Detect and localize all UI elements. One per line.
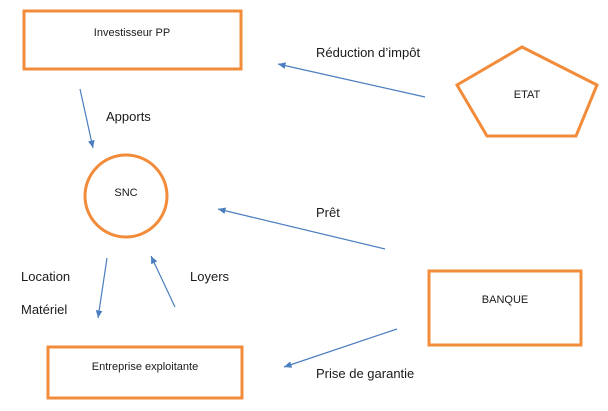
investisseur-node: Investisseur PP xyxy=(22,9,243,71)
arrow-investisseur-to-snc xyxy=(79,88,95,149)
loyers-label: Loyers xyxy=(190,269,230,284)
etat-node: ETAT xyxy=(454,45,599,138)
banque-label: BANQUE xyxy=(482,294,528,306)
entreprise-node: Entreprise exploitante xyxy=(46,345,244,400)
arrow-banque-to-entreprise xyxy=(283,328,398,368)
pret-label: Prêt xyxy=(316,205,340,220)
snc-node: SNC xyxy=(83,153,169,239)
reduction-impot-label: Réduction d’impôt xyxy=(316,45,420,60)
entreprise-label: Entreprise exploitante xyxy=(92,361,198,373)
arrow-etat-to-investisseur xyxy=(277,62,426,98)
apports-label: Apports xyxy=(106,109,151,124)
materiel-label: Matériel xyxy=(21,302,67,317)
snc-label: SNC xyxy=(114,187,137,199)
prise-garantie-label: Prise de garantie xyxy=(316,366,414,381)
arrow-snc-to-entreprise xyxy=(95,257,108,319)
location-label: Location xyxy=(21,269,70,284)
etat-label: ETAT xyxy=(514,89,541,101)
banque-node: BANQUE xyxy=(427,269,583,347)
investisseur-label: Investisseur PP xyxy=(94,27,170,39)
arrow-banque-to-snc xyxy=(217,207,386,250)
arrow-entreprise-to-snc xyxy=(150,255,176,308)
